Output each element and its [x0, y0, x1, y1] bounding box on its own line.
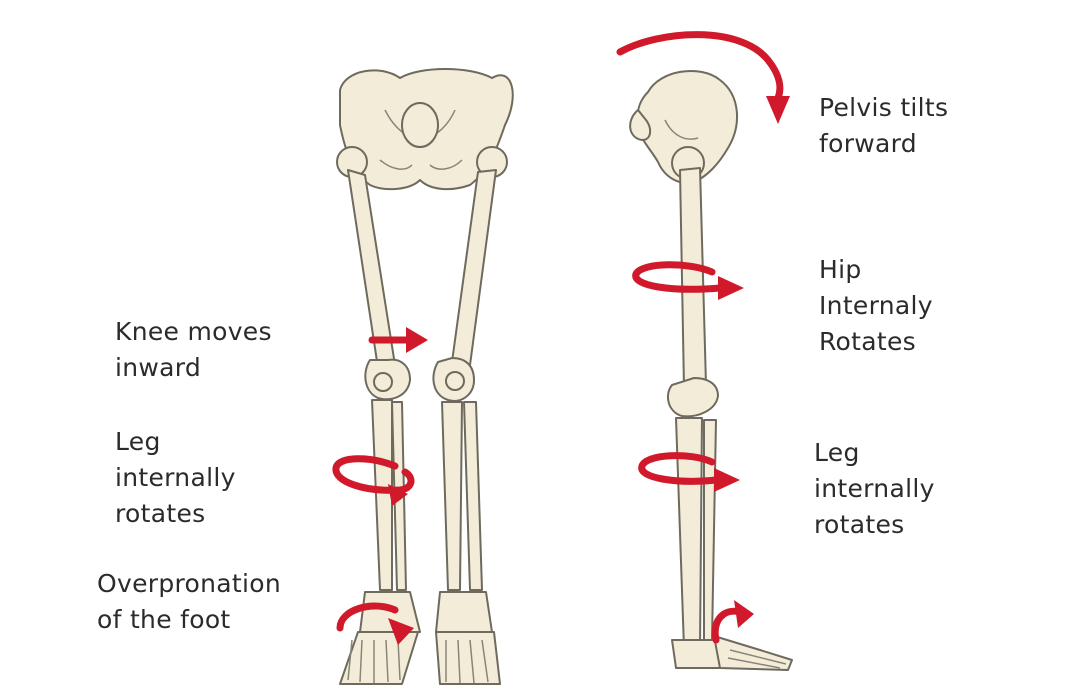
- label-line: Internaly: [819, 291, 933, 320]
- label-line: Pelvis tilts: [819, 93, 949, 122]
- label-line: Rotates: [819, 327, 916, 356]
- front-leg-right: [432, 169, 501, 685]
- label-line: internally: [115, 463, 236, 492]
- label-leg-internally-rotates-side: Leg internally rotates: [814, 435, 935, 543]
- label-line: rotates: [115, 499, 206, 528]
- label-hip-internally-rotates: Hip Internaly Rotates: [819, 252, 933, 360]
- label-line: Knee moves: [115, 317, 272, 346]
- pelvis-tilt-arrow: [616, 31, 790, 124]
- hip-rotation-arrow: [632, 261, 744, 300]
- label-line: rotates: [814, 510, 905, 539]
- label-line: forward: [819, 129, 917, 158]
- front-leg-rotation-arrow: [332, 455, 415, 506]
- side-foot-arrow: [711, 600, 754, 644]
- label-line: Overpronation: [97, 569, 281, 598]
- label-leg-internally-rotates-front: Leg internally rotates: [115, 424, 236, 532]
- label-overpronation-of-the-foot: Overpronation of the foot: [97, 566, 281, 638]
- label-line: Leg: [814, 438, 860, 467]
- label-line: Hip: [819, 255, 862, 284]
- front-leg-left: [339, 169, 421, 685]
- side-pelvis: [629, 69, 738, 184]
- foot-overpronation-arrow: [336, 602, 414, 645]
- label-pelvis-tilts-forward: Pelvis tilts forward: [819, 90, 948, 162]
- label-line: inward: [115, 353, 202, 382]
- side-leg-rotation-arrow: [638, 452, 740, 492]
- side-leg: [666, 167, 793, 671]
- knee-inward-arrow: [368, 327, 428, 353]
- label-knee-moves-inward: Knee moves inward: [115, 314, 272, 386]
- label-line: of the foot: [97, 605, 231, 634]
- front-pelvis: [336, 68, 514, 191]
- label-line: internally: [814, 474, 935, 503]
- label-line: Leg: [115, 427, 161, 456]
